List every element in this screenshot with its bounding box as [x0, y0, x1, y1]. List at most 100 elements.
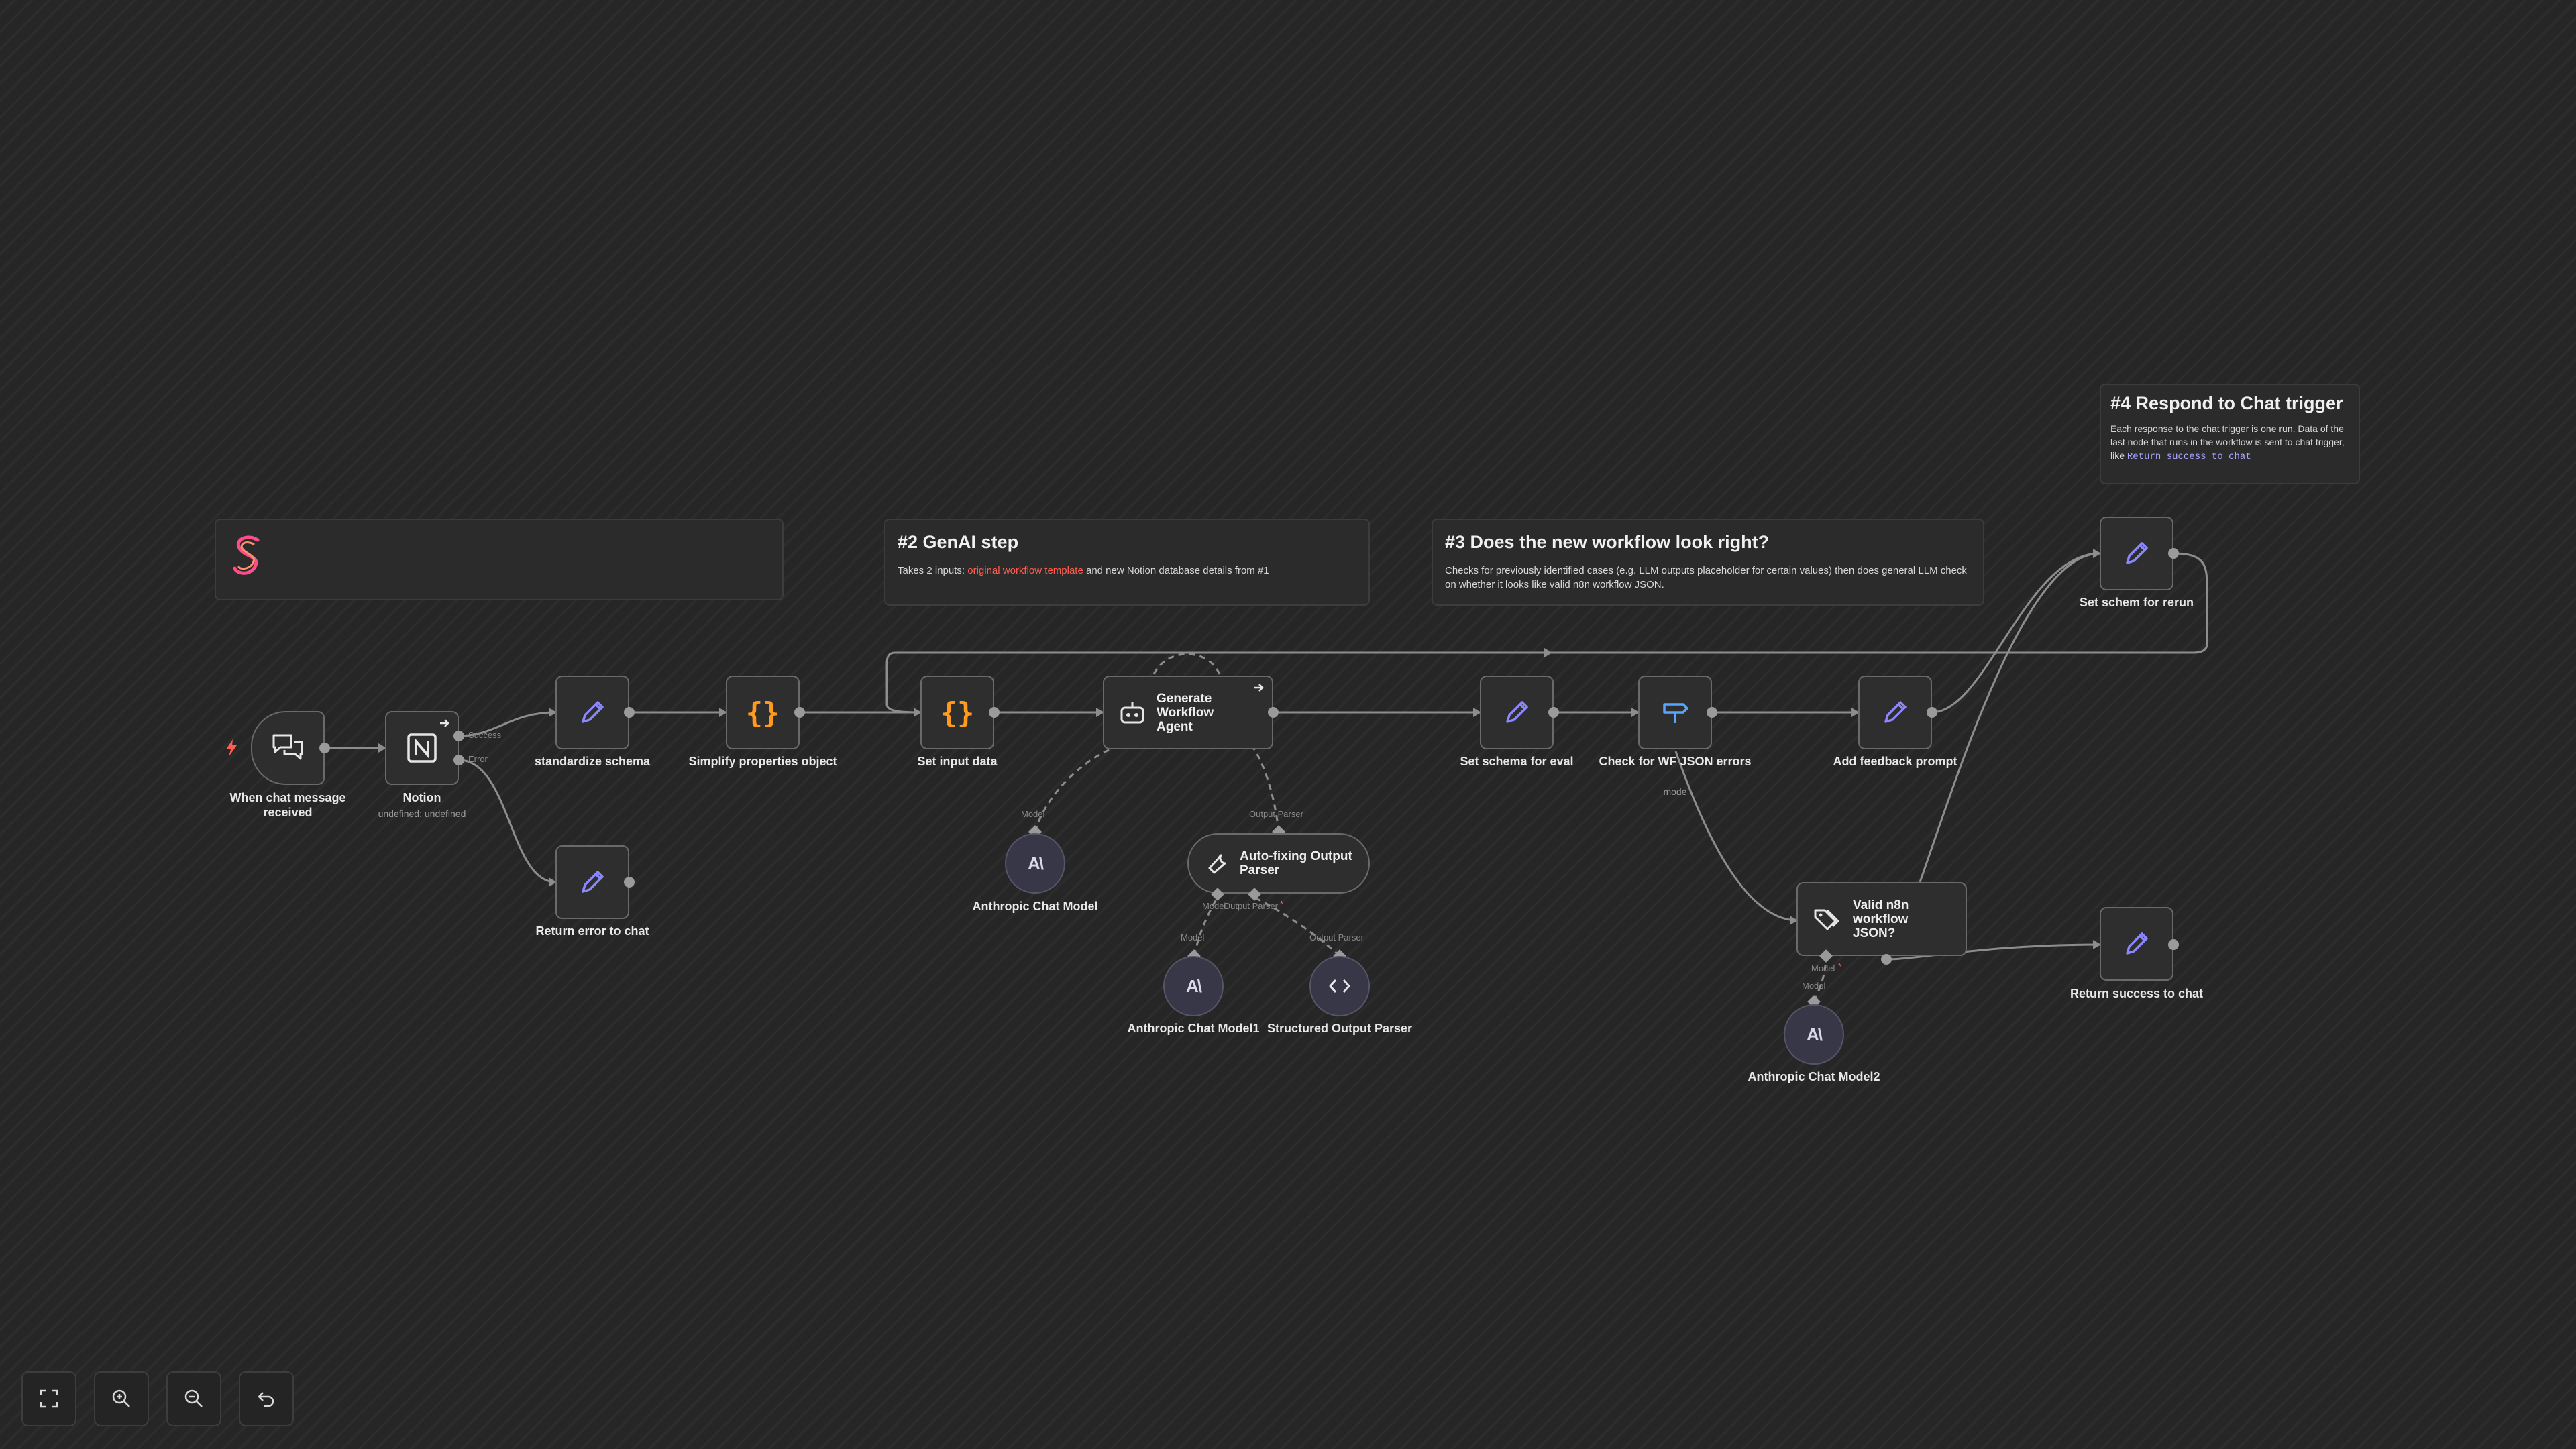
- tags-icon: [1814, 909, 1839, 930]
- fit-view-button[interactable]: [21, 1371, 76, 1426]
- node-label: Set schema for eval: [1460, 755, 1574, 768]
- sticky-title: #2 GenAI step: [898, 532, 1019, 552]
- anthropic-icon: A\: [1028, 853, 1044, 873]
- connection-structured-autofix: [1254, 896, 1341, 957]
- node-label: Return success to chat: [2070, 987, 2204, 1000]
- node-label: Structured Output Parser: [1267, 1022, 1413, 1035]
- node-anthropic-chat-model1[interactable]: A\: [1163, 956, 1224, 1016]
- sticky-code: Return success to chat: [2127, 451, 2251, 462]
- port-label-model: Model: [1202, 901, 1226, 911]
- node-title: Valid n8n workflow JSON?: [1853, 898, 1909, 941]
- node-set-schem-for-rerun[interactable]: [2100, 517, 2174, 590]
- arrow-right-icon: [440, 719, 449, 727]
- n8n-logo-icon: [233, 535, 260, 575]
- fullscreen-icon: [40, 1389, 58, 1408]
- node-valid-n8n-workflow-json[interactable]: Valid n8n workflow JSON?: [1796, 882, 1967, 956]
- code-brackets-icon: [1329, 979, 1350, 993]
- output-port[interactable]: [2168, 939, 2179, 950]
- port-label-model: Model: [1802, 981, 1826, 991]
- required-asterisk: *: [1280, 899, 1284, 909]
- port-label-model: Model: [1021, 809, 1045, 819]
- node-when-chat-message-received[interactable]: [251, 711, 325, 785]
- output-port[interactable]: [1707, 707, 1717, 718]
- pencil-icon: [2126, 542, 2148, 564]
- node-title: Auto-fixing Output Parser: [1240, 849, 1352, 877]
- node-label: Set input data: [917, 755, 998, 768]
- output-port-error[interactable]: [453, 755, 464, 765]
- node-set-schema-for-eval[interactable]: [1480, 676, 1554, 749]
- notion-icon: [407, 733, 437, 763]
- port-label-model: Model: [1181, 932, 1205, 943]
- node-label: When chat message received: [229, 791, 346, 819]
- connection-agent-loop: [1152, 653, 1221, 675]
- node-label: Return error to chat: [535, 924, 649, 938]
- anthropic-icon: A\: [1807, 1024, 1823, 1044]
- node-auto-fixing-output-parser[interactable]: Auto-fixing Output Parser: [1187, 833, 1370, 894]
- sticky-title: #3 Does the new workflow look right?: [1445, 532, 1770, 552]
- node-label: Set schem for rerun: [2079, 596, 2194, 609]
- connection-model-agent: [1034, 747, 1114, 833]
- sticky-text-part: Each response to the chat trigger is one…: [2110, 423, 2345, 461]
- code-braces-icon: {}: [745, 696, 780, 729]
- connection-rerun-loop: [885, 552, 2208, 714]
- pencil-icon: [1506, 701, 1528, 723]
- node-title: Generate Workflow Agent: [1157, 691, 1214, 734]
- zoom-in-button[interactable]: [94, 1371, 149, 1426]
- node-label: Notion: [402, 791, 441, 804]
- output-port-success[interactable]: [453, 731, 464, 741]
- connection-parser-agent: [1252, 747, 1280, 833]
- sticky-text: Checks for previously identified cases (…: [1445, 565, 1967, 590]
- output-port[interactable]: [1927, 707, 1937, 718]
- node-check-for-wf-json-errors[interactable]: [1638, 676, 1712, 749]
- node-anthropic-chat-model[interactable]: A\: [1005, 833, 1065, 894]
- node-notion[interactable]: [385, 711, 459, 785]
- trigger-bolt-icon: [226, 739, 237, 757]
- node-structured-output-parser[interactable]: [1309, 956, 1370, 1016]
- sticky-note-logo[interactable]: [215, 519, 784, 600]
- sticky-highlight: original workflow template: [967, 565, 1083, 576]
- node-return-error-to-chat[interactable]: [555, 845, 629, 919]
- output-port[interactable]: [624, 877, 635, 888]
- output-port[interactable]: [2168, 548, 2179, 559]
- connection-feedback-rerun: [1931, 552, 2100, 714]
- port-label-output-parser: Output Parser: [1309, 932, 1364, 943]
- zoom-out-icon: [184, 1389, 203, 1407]
- node-subtitle: undefined: undefined: [378, 808, 466, 819]
- reset-zoom-button[interactable]: [239, 1371, 294, 1426]
- output-port[interactable]: [1881, 954, 1892, 965]
- output-port[interactable]: [319, 743, 330, 753]
- node-label: Add feedback prompt: [1833, 755, 1957, 768]
- node-subtitle: mode: [1663, 786, 1687, 797]
- sticky-note-genai[interactable]: #2 GenAI step Takes 2 inputs: original w…: [884, 519, 1370, 606]
- node-add-feedback-prompt[interactable]: [1858, 676, 1932, 749]
- robot-icon: [1120, 702, 1144, 724]
- node-generate-workflow-agent[interactable]: Generate Workflow Agent: [1103, 676, 1273, 749]
- code-braces-icon: {}: [940, 696, 975, 729]
- node-return-success-to-chat[interactable]: [2100, 907, 2174, 981]
- wrench-icon: [1208, 854, 1226, 874]
- output-port[interactable]: [624, 707, 635, 718]
- node-anthropic-chat-model2[interactable]: A\: [1784, 1004, 1844, 1065]
- node-label: Anthropic Chat Model1: [1127, 1022, 1260, 1035]
- output-port[interactable]: [989, 707, 1000, 718]
- node-set-input-data[interactable]: {}: [920, 676, 994, 749]
- output-port[interactable]: [794, 707, 805, 718]
- sticky-title: #4 Respond to Chat trigger: [2110, 393, 2343, 413]
- output-port[interactable]: [1548, 707, 1559, 718]
- zoom-in-icon: [112, 1389, 130, 1407]
- port-label-model: Model: [1811, 963, 1835, 973]
- node-simplify-properties-object[interactable]: {}: [726, 676, 800, 749]
- node-standardize-schema[interactable]: [555, 676, 629, 749]
- pencil-icon: [1884, 701, 1907, 723]
- port-label-error: Error: [468, 754, 488, 764]
- output-port[interactable]: [1268, 707, 1279, 718]
- chat-bubbles-icon: [272, 734, 303, 760]
- signpost-icon: [1663, 703, 1688, 723]
- sticky-text: Takes 2 inputs: original workflow templa…: [898, 564, 1356, 578]
- zoom-out-button[interactable]: [166, 1371, 221, 1426]
- sticky-note-respond[interactable]: #4 Respond to Chat trigger Each response…: [2100, 384, 2360, 484]
- required-asterisk: *: [1838, 961, 1842, 971]
- sticky-note-check[interactable]: #3 Does the new workflow look right? Che…: [1432, 519, 1984, 606]
- sticky-text-part: and new Notion database details from #1: [1083, 565, 1269, 576]
